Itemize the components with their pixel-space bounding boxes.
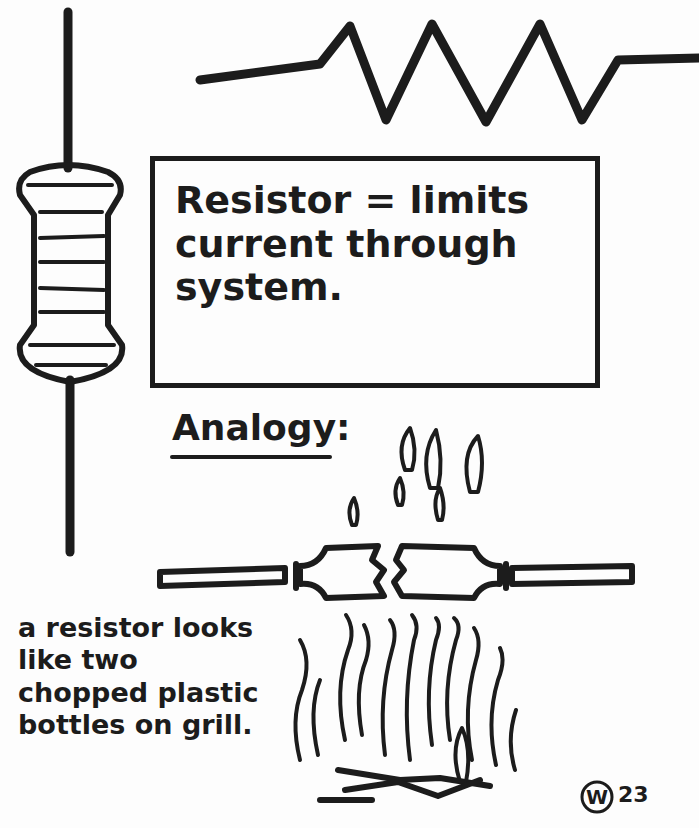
chopped-bottles (160, 546, 632, 598)
resistor-component (19, 12, 122, 552)
grill-fire (295, 615, 516, 782)
signature-year: 23 (618, 784, 678, 806)
analogy-heading: Analogy: (172, 408, 392, 448)
resistor-body (19, 165, 122, 382)
underline (172, 455, 330, 459)
resistor-bands (28, 185, 114, 365)
definition-box: Resistor = limits current through system… (150, 156, 600, 388)
resistor-lead (64, 12, 73, 168)
resistor-lead (66, 380, 75, 552)
signature-circle: W (580, 780, 614, 814)
definition-text: Resistor = limits current through system… (175, 179, 575, 310)
signature-ring-outline (582, 782, 612, 812)
signature-initial: W (586, 787, 608, 807)
grill-logs (320, 770, 490, 800)
resistor-symbol (200, 24, 699, 122)
analogy-note: a resistor looks like two chopped plasti… (18, 612, 268, 742)
flames (349, 428, 482, 525)
